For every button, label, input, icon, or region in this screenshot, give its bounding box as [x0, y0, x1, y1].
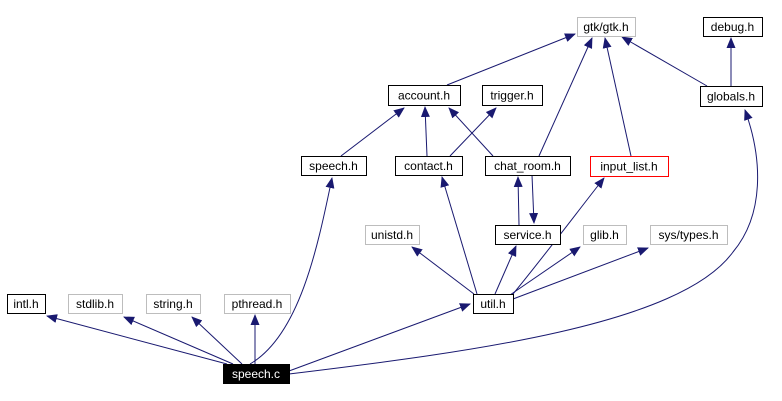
node-box-pthread — [224, 294, 291, 314]
node-label-gtk: gtk/gtk.h — [583, 20, 628, 34]
node-debug[interactable]: debug.h — [703, 17, 763, 37]
node-label-string: string.h — [153, 297, 192, 311]
node-label-trigger: trigger.h — [490, 89, 533, 103]
node-service[interactable]: service.h — [495, 225, 561, 245]
node-box-chat_room — [485, 156, 571, 176]
node-box-intl — [7, 294, 46, 314]
edge-chat_room-to-account — [448, 107, 494, 157]
node-label-util: util.h — [480, 297, 505, 311]
node-box-glib — [583, 225, 627, 245]
node-trigger[interactable]: trigger.h — [482, 85, 543, 106]
node-gtk: gtk/gtk.h — [577, 17, 636, 37]
edge-chat_room-to-service — [529, 174, 539, 224]
node-box-unistd — [365, 225, 420, 245]
node-label-intl: intl.h — [13, 297, 38, 311]
node-box-gtk — [577, 17, 636, 37]
edge-util-to-contact — [440, 176, 478, 295]
node-input_list[interactable]: input_list.h — [590, 156, 669, 177]
node-label-chat_room: chat_room.h — [494, 159, 561, 173]
edge-util-to-glib — [509, 246, 581, 296]
node-label-service: service.h — [503, 228, 551, 242]
node-string: string.h — [146, 294, 201, 314]
node-label-input_list: input_list.h — [600, 160, 657, 174]
edge-speech_h-to-account — [340, 107, 405, 157]
edge-service-to-chat_room — [513, 176, 523, 226]
node-contact[interactable]: contact.h — [395, 156, 463, 176]
edge-speech_c-to-intl — [46, 314, 228, 365]
node-sys_types: sys/types.h — [650, 225, 728, 245]
node-label-glib: glib.h — [590, 228, 619, 242]
node-label-globals: globals.h — [707, 90, 755, 104]
edge-contact-to-trigger — [449, 107, 497, 157]
node-label-sys_types: sys/types.h — [658, 228, 718, 242]
node-label-pthread: pthread.h — [232, 297, 283, 311]
edge-account-to-gtk — [446, 33, 576, 86]
node-label-account: account.h — [398, 89, 450, 103]
node-box-globals — [700, 86, 763, 107]
node-label-debug: debug.h — [711, 20, 754, 34]
node-stdlib: stdlib.h — [68, 294, 123, 314]
edge-input_list-to-gtk — [602, 37, 632, 157]
node-box-speech_h — [301, 156, 367, 176]
nodes-layer: gtk/gtk.h debug.h account.h trigger.h global… — [7, 17, 763, 384]
edge-speech_c-to-util — [288, 303, 471, 372]
node-label-unistd: unistd.h — [371, 228, 413, 242]
node-box-speech_c — [223, 364, 290, 384]
node-intl[interactable]: intl.h — [7, 294, 46, 314]
node-box-sys_types — [650, 225, 728, 245]
node-unistd: unistd.h — [365, 225, 420, 245]
node-box-service — [495, 225, 561, 245]
edge-globals-to-gtk — [621, 36, 708, 87]
node-speech_h[interactable]: speech.h — [301, 156, 367, 176]
node-box-trigger — [482, 85, 543, 106]
node-box-input_list — [590, 156, 669, 177]
node-speech_c: speech.c — [223, 364, 290, 384]
node-box-contact — [395, 156, 463, 176]
edge-contact-to-account — [420, 106, 430, 157]
node-box-string — [146, 294, 201, 314]
edges-layer — [46, 33, 759, 375]
node-glib: glib.h — [583, 225, 627, 245]
node-util[interactable]: util.h — [473, 294, 514, 314]
edge-speech_c-to-stdlib — [123, 316, 234, 365]
edge-util-to-sys_types — [512, 247, 649, 300]
node-label-speech_c: speech.c — [232, 367, 280, 381]
edge-speech_c-to-speech_h — [249, 177, 335, 365]
node-label-contact: contact.h — [404, 159, 453, 173]
node-chat_room[interactable]: chat_room.h — [485, 156, 571, 176]
node-account[interactable]: account.h — [388, 85, 461, 106]
edge-speech_c-to-globals — [288, 109, 759, 375]
node-label-speech_h: speech.h — [309, 159, 358, 173]
edge-chat_room-to-gtk — [538, 37, 593, 157]
edge-util-to-service — [494, 245, 517, 295]
node-box-debug — [703, 17, 763, 37]
node-box-stdlib — [68, 294, 123, 314]
node-label-stdlib: stdlib.h — [76, 297, 114, 311]
node-box-account — [388, 85, 461, 106]
node-globals[interactable]: globals.h — [700, 86, 763, 107]
node-pthread: pthread.h — [224, 294, 291, 314]
node-box-util — [473, 294, 514, 314]
edge-util-to-unistd — [411, 246, 475, 295]
edge-speech_c-to-string — [191, 316, 243, 365]
